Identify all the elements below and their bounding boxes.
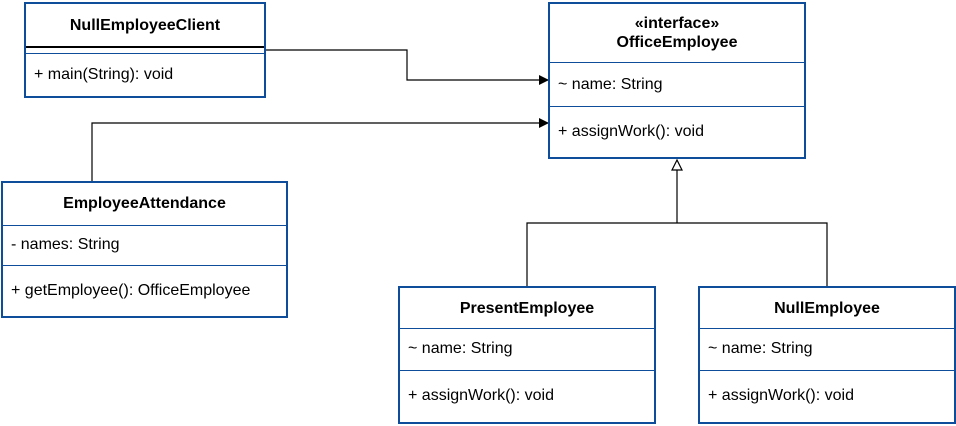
empty-attributes-section	[26, 46, 264, 53]
attribute-name: ~ name: String	[558, 76, 663, 93]
realization-present-to-interface	[526, 222, 677, 287]
class-name: EmployeeAttendance	[63, 195, 226, 212]
class-name: NullEmployee	[774, 300, 880, 317]
class-stereotype: «interface»	[634, 15, 720, 32]
method-assign-work: + assignWork(): void	[408, 387, 554, 404]
attribute-name: ~ name: String	[708, 340, 813, 357]
class-office-employee: «interface» OfficeEmployee ~ name: Strin…	[548, 2, 806, 159]
method-get-employee: + getEmployee(): OfficeEmployee	[11, 282, 251, 299]
class-name: NullEmployeeClient	[69, 17, 221, 34]
attribute-names: - names: String	[11, 236, 120, 253]
realization-null-to-interface	[677, 222, 828, 287]
association-client-to-interface	[265, 49, 549, 85]
method-main: + main(String): void	[34, 66, 174, 83]
class-name: OfficeEmployee	[616, 34, 738, 51]
method-assign-work: + assignWork(): void	[708, 387, 854, 404]
method-assign-work: + assignWork(): void	[558, 123, 704, 140]
attribute-name: ~ name: String	[408, 340, 513, 357]
class-present-employee: PresentEmployee ~ name: String + assignW…	[398, 286, 656, 424]
association-attendance-to-interface	[91, 118, 549, 182]
class-name: PresentEmployee	[459, 300, 595, 317]
class-null-employee: NullEmployee ~ name: String + assignWork…	[698, 286, 956, 424]
realization-arrowhead-icon	[671, 158, 683, 171]
class-employee-attendance: EmployeeAttendance - names: String + get…	[1, 181, 288, 318]
class-null-employee-client: NullEmployeeClient + main(String): void	[24, 2, 266, 98]
